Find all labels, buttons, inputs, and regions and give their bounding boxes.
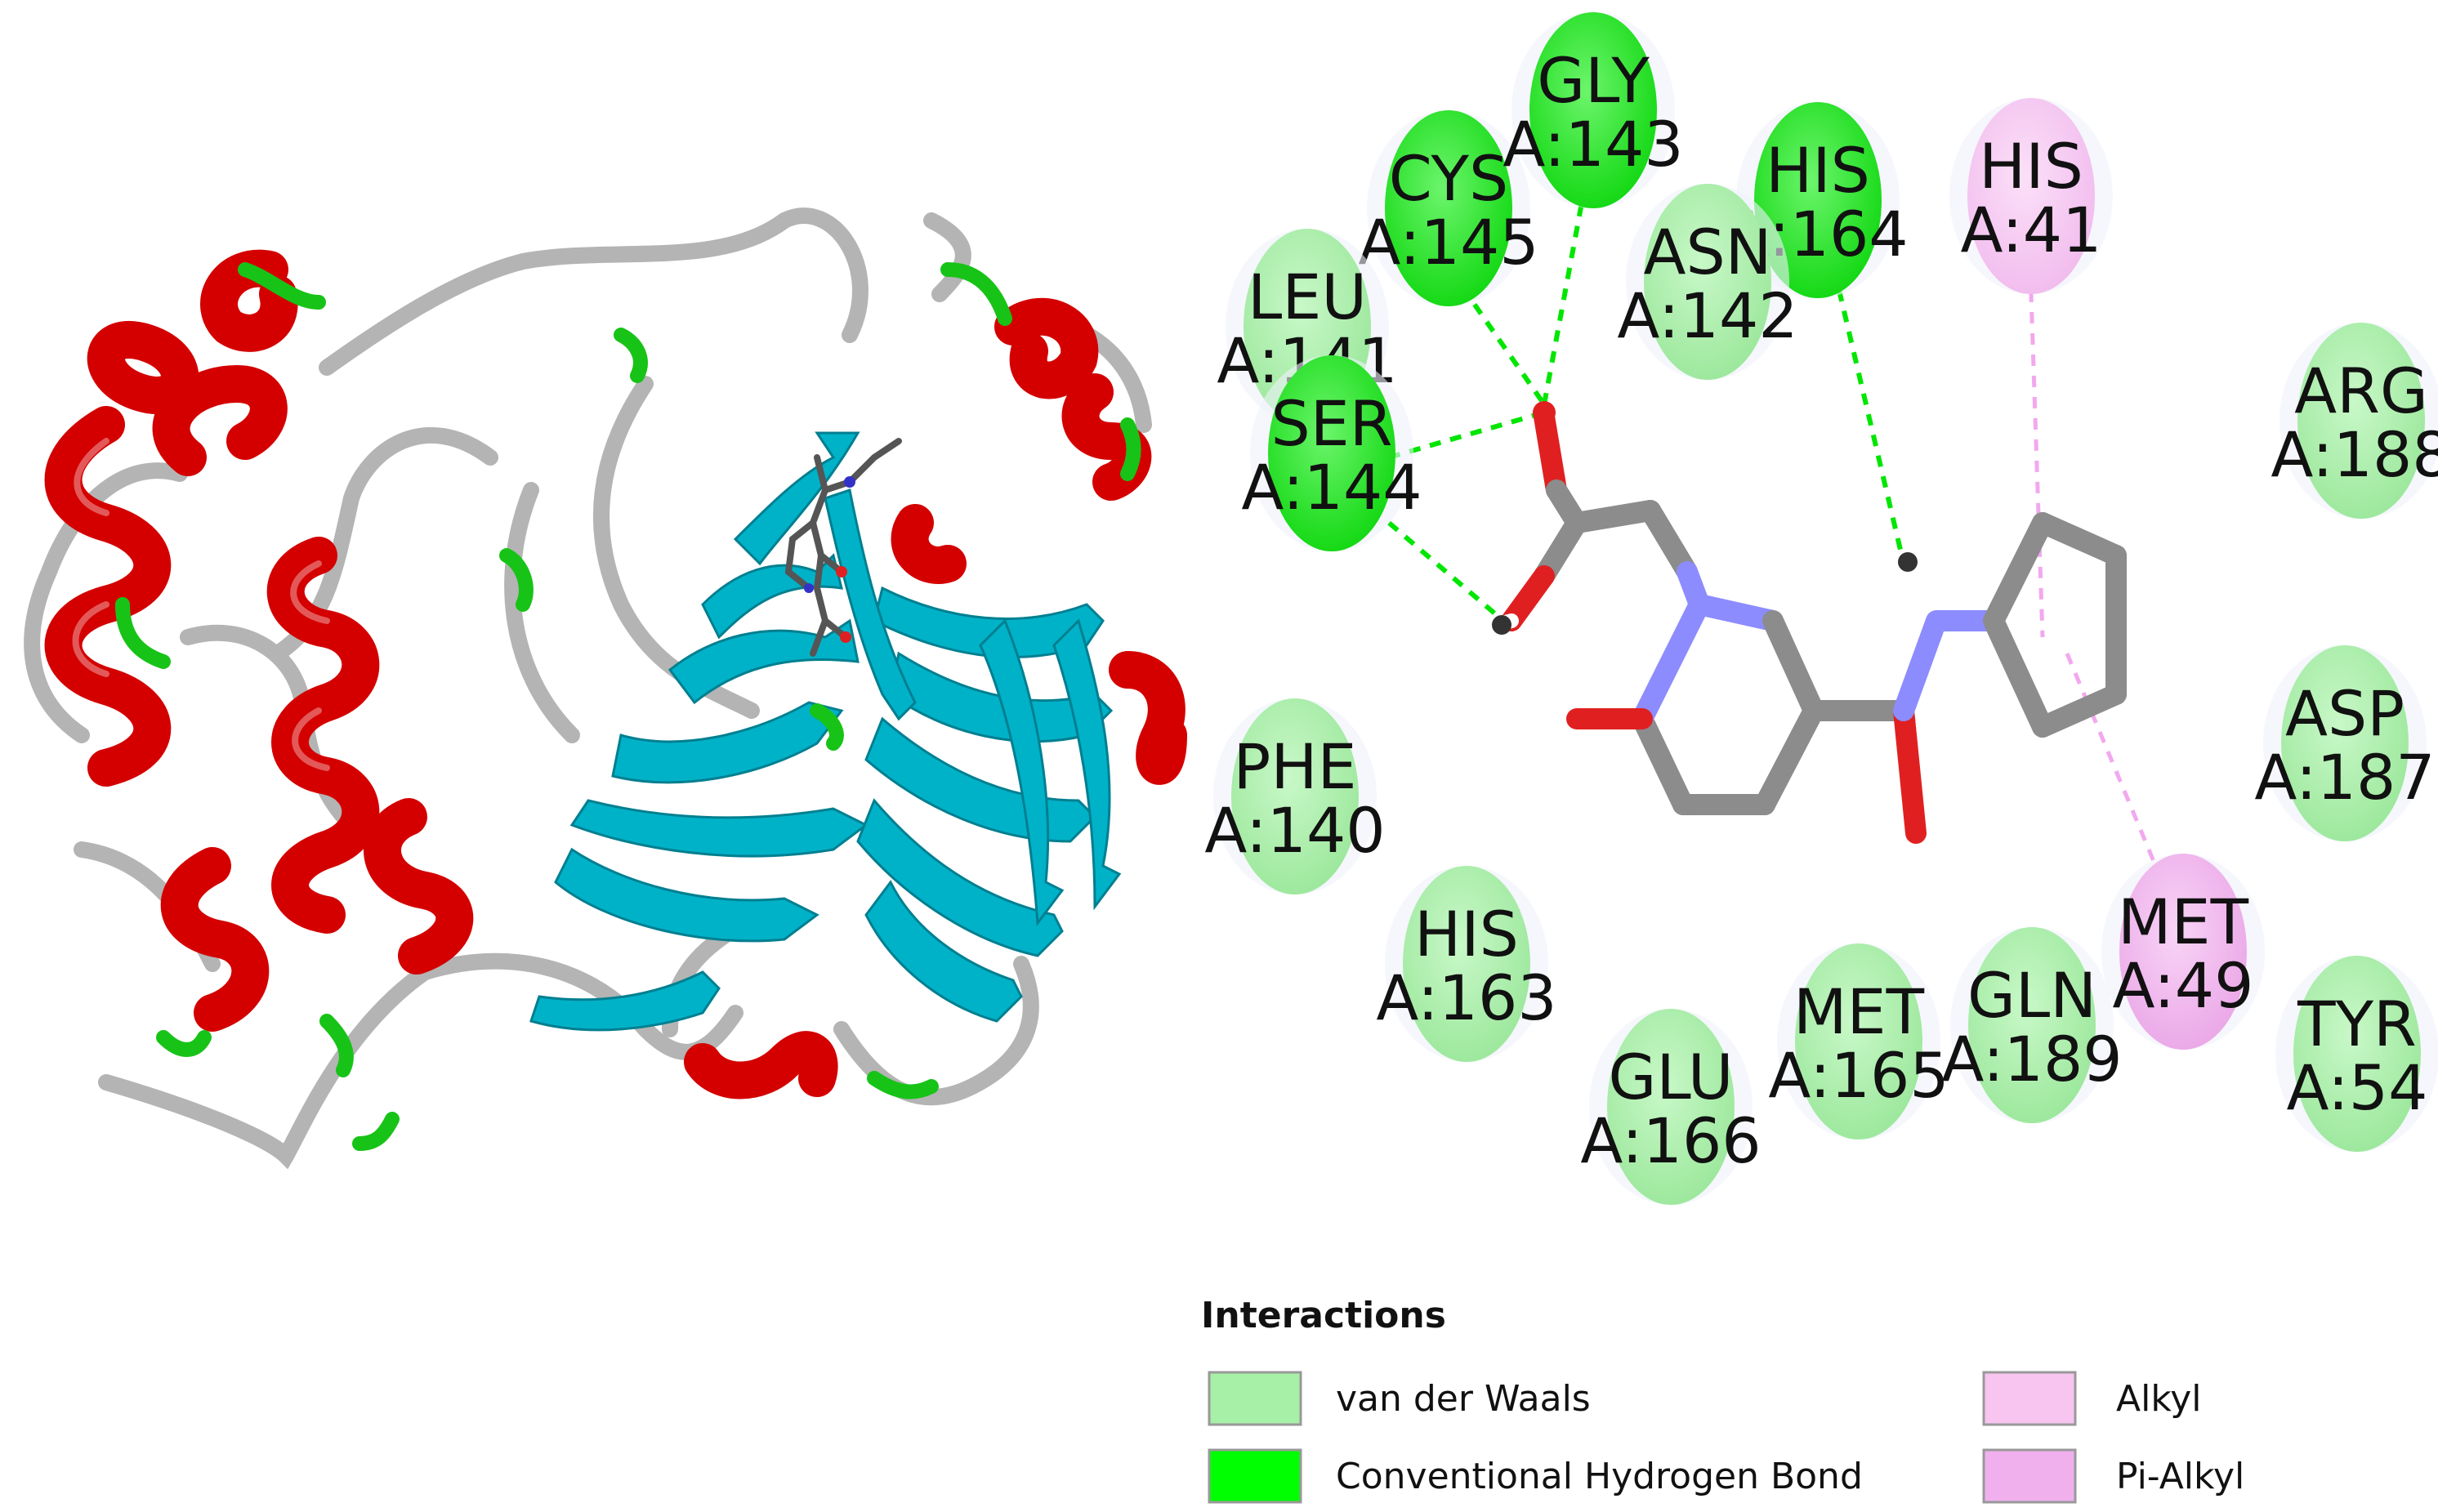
residue-disc bbox=[1231, 698, 1359, 894]
residue-name: SER bbox=[1270, 387, 1392, 460]
residue-disc bbox=[1529, 12, 1657, 208]
protein-ribbon-structure bbox=[24, 207, 1187, 1170]
residue-disc bbox=[1268, 355, 1395, 551]
hbond-line-his164 bbox=[1832, 269, 1906, 564]
residue-name: ASP bbox=[2285, 677, 2405, 750]
legend-label-vdw: van der Waals bbox=[1336, 1378, 1591, 1420]
legend-title: Interactions bbox=[1201, 1295, 1446, 1336]
residue-name: GLY bbox=[1537, 44, 1650, 117]
hbond-line-ser144-oh bbox=[1387, 520, 1505, 623]
residue-name: HIS bbox=[1414, 898, 1519, 970]
ligand-interaction-2d-diagram: CYSA:145GLYA:143HISA:164HISA:41LEUA:141A… bbox=[1204, 12, 2438, 1205]
residue-position: A:144 bbox=[1241, 451, 1422, 524]
ligand-2d-structure bbox=[1488, 406, 2127, 844]
alkyl-interaction-lines bbox=[2028, 269, 2172, 899]
alpha-helix-highlights bbox=[72, 438, 330, 771]
residue-name: HIS bbox=[1766, 134, 1870, 207]
residue-name: GLN bbox=[1967, 959, 2096, 1032]
residue-position: A:188 bbox=[2271, 418, 2438, 491]
residue-position: A:166 bbox=[1580, 1104, 1761, 1177]
legend-swatch-vdw bbox=[1208, 1371, 1302, 1426]
residue-name: PHE bbox=[1234, 730, 1357, 803]
turn-segments bbox=[115, 262, 1141, 1151]
residue-position: A:163 bbox=[1376, 961, 1556, 1034]
residue-position: A:145 bbox=[1358, 206, 1538, 279]
residue-disc bbox=[1403, 866, 1530, 1062]
beta-sheet-barrel-right bbox=[824, 488, 1122, 1023]
residue-name: TYR bbox=[2297, 988, 2417, 1060]
residue-disc bbox=[1968, 927, 2096, 1123]
interaction-legend: Interactions van der Waals Conventional … bbox=[1201, 1295, 2244, 1504]
residue-position: A:49 bbox=[2113, 949, 2254, 1022]
alkyl-line-his41 bbox=[2028, 269, 2045, 638]
residue-discs: CYSA:145GLYA:143HISA:164HISA:41LEUA:141A… bbox=[1204, 12, 2438, 1205]
residue-position: A:143 bbox=[1503, 108, 1683, 181]
residue-position: A:54 bbox=[2287, 1051, 2428, 1124]
residue-name: HIS bbox=[1979, 130, 2083, 203]
residue-disc bbox=[2297, 323, 2425, 519]
legend-label-pi-alkyl: Pi-Alkyl bbox=[2116, 1456, 2244, 1497]
residue-disc bbox=[2293, 956, 2421, 1152]
residue-name: ARG bbox=[2294, 355, 2428, 427]
residue-disc bbox=[2119, 854, 2247, 1050]
beta-sheet-barrel-center bbox=[529, 431, 868, 1032]
legend-swatch-hbond bbox=[1208, 1448, 1302, 1504]
residue-disc bbox=[1385, 110, 1512, 306]
residue-name: MET bbox=[2118, 885, 2249, 958]
residue-name: LEU bbox=[1248, 261, 1367, 333]
residue-position: A:187 bbox=[2254, 741, 2435, 814]
residue-name: ASN bbox=[1643, 216, 1771, 288]
pi-alkyl-line-met49 bbox=[2065, 653, 2172, 899]
residue-disc bbox=[1754, 102, 1882, 298]
alpha-helix-cluster-left bbox=[44, 249, 1187, 1099]
residue-position: A:189 bbox=[1941, 1023, 2122, 1095]
residue-position: A:165 bbox=[1768, 1039, 1949, 1112]
residue-name: MET bbox=[1793, 975, 1925, 1048]
ligand-heteroatoms bbox=[804, 476, 855, 643]
residue-name: GLU bbox=[1608, 1041, 1733, 1113]
residue-position: A:41 bbox=[1961, 194, 2102, 266]
legend-label-alkyl: Alkyl bbox=[2116, 1378, 2202, 1420]
residue-name: CYS bbox=[1389, 142, 1508, 215]
legend-swatch-pi-alkyl bbox=[1982, 1448, 2077, 1504]
residue-position: A:142 bbox=[1617, 279, 1797, 352]
ligand-2d-atoms bbox=[1492, 401, 1918, 635]
residue-disc bbox=[1795, 943, 1922, 1140]
residue-disc bbox=[1967, 98, 2095, 294]
residue-position: A:140 bbox=[1204, 794, 1385, 867]
residue-disc bbox=[1607, 1009, 1735, 1205]
hbond-line-ser144-o bbox=[1388, 410, 1545, 460]
legend-swatch-alkyl bbox=[1982, 1371, 2077, 1426]
legend-label-hbond: Conventional Hydrogen Bond bbox=[1336, 1456, 1863, 1497]
residue-disc bbox=[2281, 645, 2409, 841]
residue-disc bbox=[1644, 184, 1771, 380]
